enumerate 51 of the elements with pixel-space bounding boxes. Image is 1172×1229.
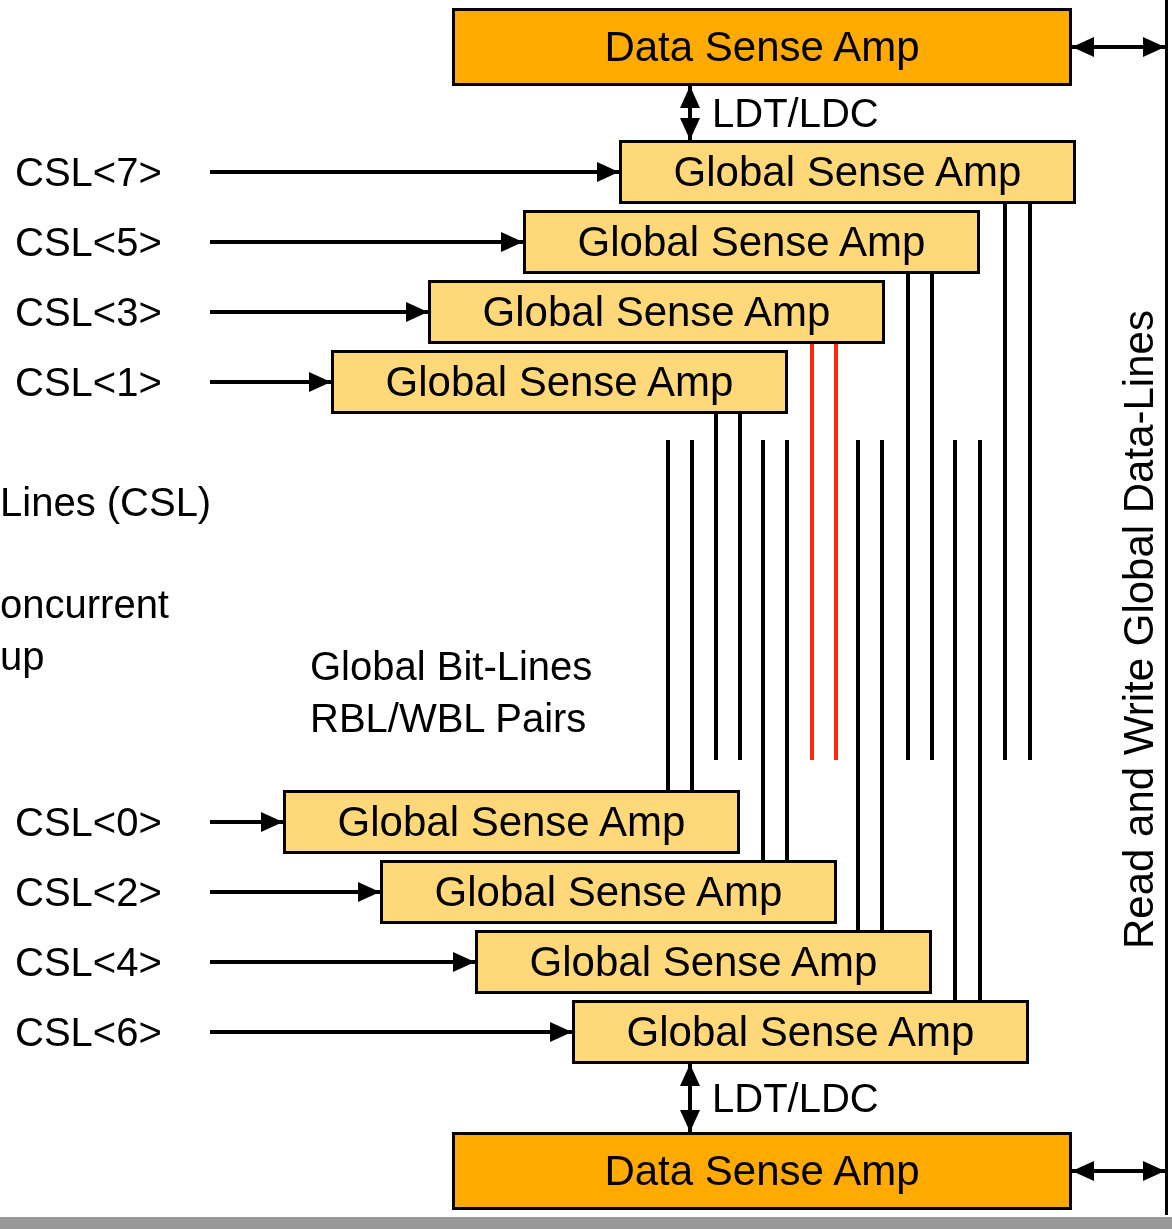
- signal-label: CSL<1>: [15, 360, 210, 404]
- sense-amp-box: Global Sense Amp: [572, 1000, 1029, 1064]
- bit-line: [810, 344, 814, 760]
- bit-line: [953, 440, 957, 1000]
- sense-amp-box: Global Sense Amp: [619, 140, 1076, 204]
- arrow: [210, 812, 283, 832]
- sense-amp-box: Global Sense Amp: [475, 930, 932, 994]
- arrow: [210, 952, 475, 972]
- bit-line: [738, 414, 742, 760]
- arrow: [680, 1064, 700, 1132]
- bit-line: [880, 440, 884, 930]
- note-text: Lines (CSL): [0, 479, 213, 526]
- sense-amp-box: Data Sense Amp: [452, 1132, 1072, 1210]
- signal-label: CSL<2>: [15, 870, 210, 914]
- arrow: [680, 86, 700, 140]
- bit-line: [834, 344, 838, 760]
- arrow: [210, 232, 523, 252]
- bit-line: [1003, 204, 1007, 760]
- data-line-bus: [1165, 0, 1168, 1215]
- bit-line: [906, 274, 910, 760]
- bit-line: [666, 440, 670, 790]
- signal-label: CSL<7>: [15, 150, 210, 194]
- signal-label: CSL<0>: [15, 800, 210, 844]
- signal-label: CSL<6>: [15, 1010, 210, 1054]
- sense-amp-box: Global Sense Amp: [428, 280, 885, 344]
- sense-amp-box: Global Sense Amp: [380, 860, 837, 924]
- arrow: [210, 302, 428, 322]
- bit-line: [856, 440, 860, 930]
- sense-amp-box: Global Sense Amp: [523, 210, 980, 274]
- bit-line: [761, 440, 765, 860]
- bit-line: [978, 440, 982, 1000]
- sense-amp-box: Global Sense Amp: [283, 790, 740, 854]
- bit-line: [690, 440, 694, 790]
- signal-label: CSL<3>: [15, 290, 210, 334]
- sense-amp-box: Data Sense Amp: [452, 8, 1072, 86]
- sense-amp-box: Global Sense Amp: [331, 350, 788, 414]
- arrow: [210, 882, 380, 902]
- signal-label: CSL<4>: [15, 940, 210, 984]
- bit-line: [930, 274, 934, 760]
- arrow: [210, 1022, 572, 1042]
- note-text: Global Bit-Lines RBL/WBL Pairs: [310, 643, 594, 742]
- arrow: [1072, 37, 1165, 57]
- bit-line: [785, 440, 789, 860]
- signal-label: CSL<5>: [15, 220, 210, 264]
- bit-line: [1028, 204, 1032, 760]
- arrow: [1072, 1161, 1165, 1181]
- arrow: [210, 162, 619, 182]
- note-text: oncurrent up: [0, 581, 170, 680]
- arrow: [210, 372, 331, 392]
- bus-label: Read and Write Global Data-Lines: [1115, 309, 1163, 952]
- bit-line: [714, 414, 718, 760]
